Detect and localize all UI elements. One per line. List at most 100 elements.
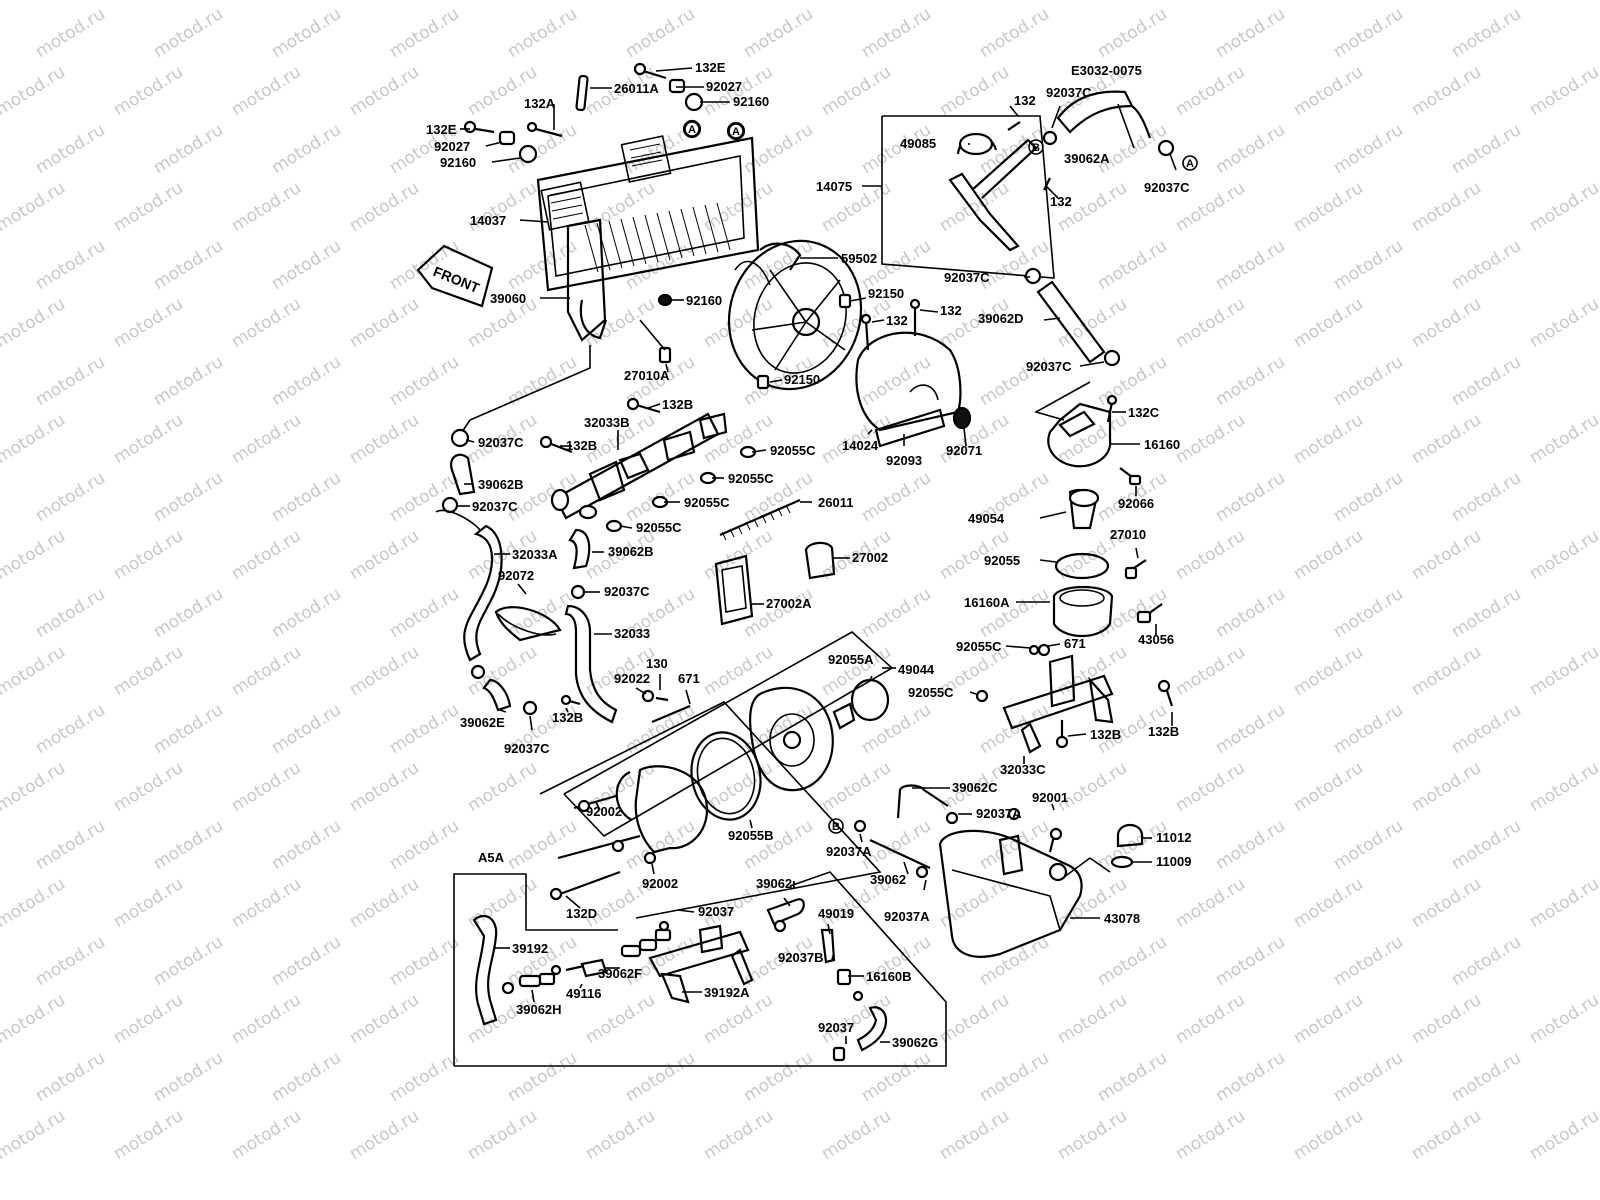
- watermark-text: motod.ru: [1212, 816, 1289, 874]
- watermark-text: motod.ru: [1526, 526, 1600, 584]
- watermark-text: motod.ru: [32, 468, 109, 526]
- label-39060: 39060: [490, 291, 526, 306]
- label-32033C: 32033C: [1000, 762, 1046, 777]
- watermark-text: motod.ru: [346, 410, 423, 468]
- label-39062A: 39062A: [1064, 151, 1110, 166]
- watermark-text: motod.ru: [1054, 758, 1131, 816]
- watermark-text: motod.ru: [1212, 120, 1289, 178]
- label-39062F: 39062F: [598, 966, 642, 981]
- watermark-text: motod.ru: [1290, 62, 1367, 120]
- watermark-text: motod.ru: [976, 236, 1053, 294]
- left-pipe-housing: [539, 397, 757, 533]
- label-49019: 49019: [818, 906, 854, 921]
- label-39062G: 39062G: [892, 1035, 938, 1050]
- label-132C: 132C: [1128, 405, 1160, 420]
- label-92037-b: 92037: [818, 1020, 854, 1035]
- watermark-text: motod.ru: [150, 352, 227, 410]
- watermark-text: motod.ru: [386, 700, 463, 758]
- label-49044: 49044: [898, 662, 935, 677]
- label-132-r1: 132: [1014, 93, 1036, 108]
- watermark-text: motod.ru: [1408, 294, 1485, 352]
- watermark-text: motod.ru: [622, 1048, 699, 1106]
- callout-a-radiator-2: A: [732, 126, 740, 138]
- watermark-text: motod.ru: [1526, 294, 1600, 352]
- label-14075: 14075: [816, 179, 852, 194]
- label-92055C-r2: 92055C: [908, 685, 954, 700]
- watermark-text: motod.ru: [150, 816, 227, 874]
- watermark-text: motod.ru: [1526, 1106, 1600, 1164]
- label-39062I: 39062ı: [756, 876, 796, 891]
- watermark-text: motod.ru: [228, 410, 305, 468]
- label-32033A: 32033A: [512, 547, 558, 562]
- label-92037C-r4: 92037C: [1026, 359, 1072, 374]
- watermark-text: motod.ru: [582, 294, 659, 352]
- label-39062E: 39062E: [460, 715, 505, 730]
- watermark-text: motod.ru: [976, 584, 1053, 642]
- label-27010: 27010: [1110, 527, 1146, 542]
- watermark-text: motod.ru: [1172, 990, 1249, 1048]
- watermark-text: motod.ru: [0, 62, 69, 120]
- watermark-text: motod.ru: [1448, 584, 1525, 642]
- label-92002-b: 92002: [642, 876, 678, 891]
- callouts: A A B A B: [684, 121, 1198, 834]
- watermark-text: motod.ru: [1290, 874, 1367, 932]
- watermark-text: motod.ru: [268, 1048, 345, 1106]
- watermark-text: motod.ru: [346, 294, 423, 352]
- watermark-text: motod.ru: [1448, 352, 1525, 410]
- watermark-text: motod.ru: [1448, 932, 1525, 990]
- watermark-text: motod.ru: [464, 62, 541, 120]
- label-92055C-r: 92055C: [956, 639, 1002, 654]
- watermark-text: motod.ru: [504, 352, 581, 410]
- label-39062B-a: 39062B: [478, 477, 524, 492]
- label-92027-top: 92027: [706, 79, 742, 94]
- watermark-text: motod.ru: [110, 526, 187, 584]
- watermark-text: motod.ru: [936, 990, 1013, 1048]
- watermark-text: motod.ru: [0, 758, 69, 816]
- reservoir-tank: [938, 823, 1144, 958]
- watermark-text: motod.ru: [1408, 178, 1485, 236]
- watermark-text: motod.ru: [0, 990, 69, 1048]
- watermark-text: motod.ru: [936, 410, 1013, 468]
- label-43078: 43078: [1104, 911, 1140, 926]
- label-92037C-l2: 92037C: [472, 499, 518, 514]
- label-92037-a: 92037: [698, 904, 734, 919]
- watermark-text: motod.ru: [346, 1106, 423, 1164]
- watermark-text: motod.ru: [464, 758, 541, 816]
- watermark-text: motod.ru: [1448, 468, 1525, 526]
- watermark-text: motod.ru: [1290, 990, 1367, 1048]
- watermark-text: motod.ru: [110, 758, 187, 816]
- label-92055A: 92055A: [828, 652, 874, 667]
- label-132D: 132D: [566, 906, 597, 921]
- label-92160-top: 92160: [733, 94, 769, 109]
- watermark-text: motod.ru: [1212, 700, 1289, 758]
- watermark-text: motod.ru: [504, 816, 581, 874]
- watermark-text: motod.ru: [150, 1048, 227, 1106]
- watermark-text: motod.ru: [1408, 1106, 1485, 1164]
- watermark-text: motod.ru: [1172, 410, 1249, 468]
- fan-assembly: [727, 239, 863, 391]
- watermark-text: motod.ru: [32, 120, 109, 178]
- watermark-text: motod.ru: [110, 62, 187, 120]
- watermark-text: motod.ru: [228, 990, 305, 1048]
- watermark-text: motod.ru: [228, 642, 305, 700]
- label-32033B: 32033B: [584, 415, 630, 430]
- label-43056: 43056: [1138, 632, 1174, 647]
- watermark-text: motod.ru: [504, 120, 581, 178]
- watermark-text: motod.ru: [504, 4, 581, 62]
- label-92037B: 92037B: [778, 950, 824, 965]
- watermark-text: motod.ru: [700, 1106, 777, 1164]
- label-59502: 59502: [841, 251, 877, 266]
- watermark-text: motod.ru: [110, 178, 187, 236]
- watermark-text: motod.ru: [582, 1106, 659, 1164]
- watermark-text: motod.ru: [32, 584, 109, 642]
- label-92055C-2: 92055C: [728, 471, 774, 486]
- watermark-text: motod.ru: [1290, 758, 1367, 816]
- label-132B-r2: 132B: [1148, 724, 1179, 739]
- label-92160-mid: 92160: [686, 293, 722, 308]
- watermark-text: motod.ru: [268, 468, 345, 526]
- part-number-labels: E3032-0075 132E 26011A 92027 92160 132A …: [426, 60, 1191, 1050]
- watermark-text: motod.ru: [976, 1048, 1053, 1106]
- label-16160A: 16160A: [964, 595, 1010, 610]
- label-39192: 39192: [512, 941, 548, 956]
- label-39062B-b: 39062B: [608, 544, 654, 559]
